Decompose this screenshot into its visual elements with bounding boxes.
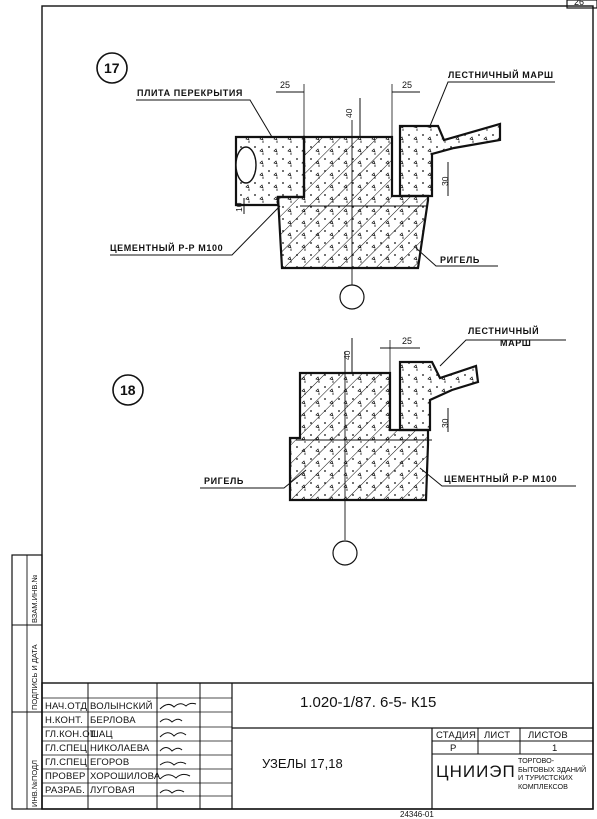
sheet-title: УЗЕЛЫ 17,18: [262, 756, 343, 771]
title-block: [41, 682, 594, 810]
dim-17-10: 10: [234, 202, 244, 212]
node-18-drawing: [112, 338, 576, 566]
stair-flight: [398, 122, 502, 198]
page-corner-number: 26: [574, 0, 585, 7]
stair-label-18-line2: МАРШ: [500, 338, 532, 348]
dim-17-30: 30: [440, 176, 450, 186]
role-cell: НАЧ.ОТД: [45, 701, 88, 712]
axis-18-marker: [332, 540, 358, 566]
name-cell: ХОРОШИЛОВА: [90, 771, 161, 782]
stair-flight-18: [398, 360, 480, 432]
dim-17-25a: 25: [280, 80, 291, 90]
dim-17-40: 40: [344, 108, 354, 118]
dim-18-25: 25: [402, 336, 413, 346]
axis-17-marker: [339, 284, 365, 310]
page-number-box: [566, 0, 597, 9]
side-inv-replace: ВЗАМ.ИНВ.№: [30, 574, 39, 623]
name-cell: ШАЦ: [90, 729, 113, 740]
mortar-label-18: ЦЕМЕНТНЫЙ Р-Р М100: [444, 474, 558, 484]
stage-value: Р: [450, 743, 457, 754]
node-18-number: 18: [120, 382, 136, 398]
beam-label-17: РИГЕЛЬ: [440, 255, 480, 265]
name-cell: ЕГОРОВ: [90, 757, 130, 768]
side-inv-orig: ИНВ.№ПОДЛ: [30, 760, 39, 807]
role-cell: ГЛ.СПЕЦ: [45, 757, 87, 768]
archive-number: 24346-01: [400, 810, 434, 819]
stair-label-18-line1: ЛЕСТНИЧНЫЙ: [468, 326, 540, 336]
sheet-header: ЛИСТ: [484, 730, 511, 741]
name-cell: НИКОЛАЕВА: [90, 743, 150, 754]
sheets-value: 1: [552, 743, 558, 754]
node-18-marker: [112, 374, 144, 406]
stair-label-17: ЛЕСТНИЧНЫЙ МАРШ: [448, 70, 554, 80]
name-cell: ВОЛЫНСКИЙ: [90, 701, 153, 712]
org-logo: ЦНИИЭП: [436, 762, 516, 781]
name-cell: БЕРЛОВА: [90, 715, 136, 726]
role-cell: ПРОВЕР: [45, 771, 86, 782]
node-17-marker: [96, 52, 128, 84]
stage-header: СТАДИЯ: [436, 730, 477, 741]
name-cell: ЛУГОВАЯ: [90, 785, 135, 796]
org-description: ТОРГОВО-БЫТОВЫХ ЗДАНИЙ И ТУРИСТСКИХ КОМП…: [518, 756, 587, 791]
role-cell: РАЗРАБ.: [45, 785, 85, 796]
beam-label-18: РИГЕЛЬ: [204, 476, 244, 486]
node-17-drawing: [96, 52, 555, 310]
doc-code: 1.020-1/87. 6-5- К15: [300, 694, 437, 711]
side-sign-date: ПОДПИСЬ И ДАТА: [30, 644, 39, 710]
sheets-header: ЛИСТОВ: [528, 730, 568, 741]
role-cell: Н.КОНТ.: [45, 715, 83, 726]
node-17-number: 17: [104, 60, 120, 76]
dim-18-30: 30: [440, 418, 450, 428]
slab-label: ПЛИТА ПЕРЕКРЫТИЯ: [137, 88, 244, 98]
dim-17-25b: 25: [402, 80, 413, 90]
role-cell: ГЛ.КОН.ОТ: [45, 729, 96, 740]
dim-18-40: 40: [342, 350, 352, 360]
role-cell: ГЛ.СПЕЦ: [45, 743, 87, 754]
mortar-label-17: ЦЕМЕНТНЫЙ Р-Р М100: [110, 243, 224, 253]
